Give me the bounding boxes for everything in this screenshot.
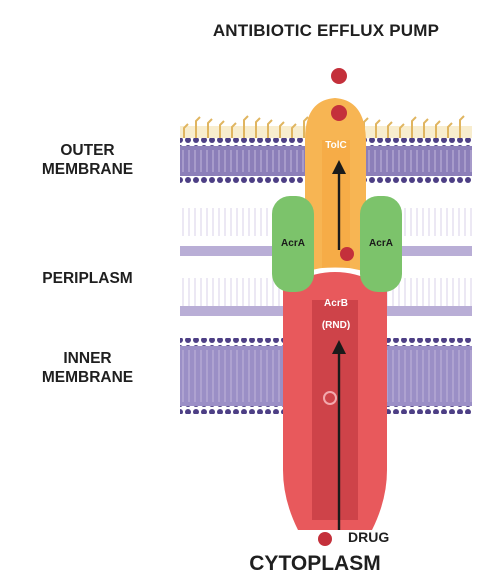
tolc-protein (305, 98, 366, 272)
drug-molecule (331, 105, 347, 121)
outer-membrane-label: OUTER MEMBRANE (0, 141, 175, 180)
periplasm-label: PERIPLASM (0, 269, 175, 288)
drug-label: DRUG (348, 529, 389, 547)
acrb-label: AcrB (324, 298, 348, 309)
drug-molecule (331, 68, 347, 84)
inner-membrane-label-line-1: INNER (0, 349, 175, 368)
inner-membrane-label-line-2: MEMBRANE (0, 368, 175, 387)
tolc-label: TolC (325, 140, 346, 151)
drug-molecule (318, 532, 332, 546)
rnd-label: (RND) (322, 320, 350, 331)
outer-membrane-label-line-2: MEMBRANE (0, 160, 175, 179)
inner-membrane-label: INNER MEMBRANE (0, 349, 175, 388)
diagram-title: ANTIBIOTIC EFFLUX PUMP (150, 20, 502, 41)
drug-molecule (340, 247, 354, 261)
outer-membrane-label-line-1: OUTER (0, 141, 175, 160)
acra-left-label: AcrA (281, 238, 305, 249)
acra-right-label: AcrA (369, 238, 393, 249)
cytoplasm-label: CYTOPLASM (215, 551, 415, 577)
